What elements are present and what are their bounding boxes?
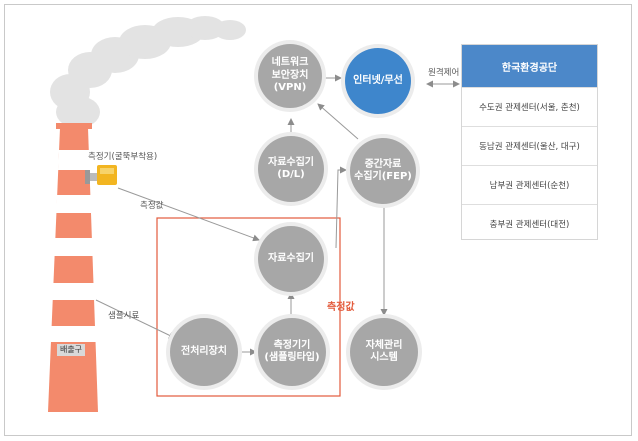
edge-fep-to-vpn [317,103,359,140]
panel-row: 수도권 관제센터(서울, 춘천) [462,87,597,126]
panel-row: 충부권 관제센터(대전) [462,204,597,243]
node-analyzer-sampling: 측정기기 (샘플링타입) [258,318,326,386]
control-center-panel: 한국환경공단 수도권 관제센터(서울, 춘천) 동남권 관제센터(울산, 대구)… [461,44,598,240]
analyzer-device-icon [85,165,117,185]
node-fep: 중간자료 수집기(FEP) [350,138,416,204]
node-data-logger: 자료수집기 (D/L) [258,136,324,202]
chimney [48,123,98,412]
label-outlet: 배출구 [57,344,85,356]
panel-row: 남부권 관제센터(순천) [462,165,597,204]
label-measured-value: 측정값 [140,201,164,211]
node-internet-wireless: 인터넷/무선 [345,48,411,114]
measurement-highlight-box [156,217,341,397]
label-remote-control: 원격제어 [428,68,460,78]
node-network-security-vpn: 네트워크 보안장치 (VPN) [258,44,322,108]
label-sample-gas: 샘플시료 [108,311,140,321]
label-stack-sensor: 측정기(굴뚝부착용) [88,152,158,162]
edge-collector-to-fep [335,166,347,249]
edge-stack-to-pretreatment [95,299,176,339]
smoke-cloud [50,16,246,128]
node-data-collector: 자료수집기 [258,226,324,292]
panel-row: 동남권 관제센터(울산, 대구) [462,126,597,165]
node-pretreatment-unit: 전처리장치 [170,318,238,386]
panel-title: 한국환경공단 [462,45,597,87]
node-self-management-system: 자체관리 시스템 [350,318,418,386]
label-measured-value-highlight: 측정값 [327,302,355,313]
edge-sensor-to-collector [117,187,260,242]
